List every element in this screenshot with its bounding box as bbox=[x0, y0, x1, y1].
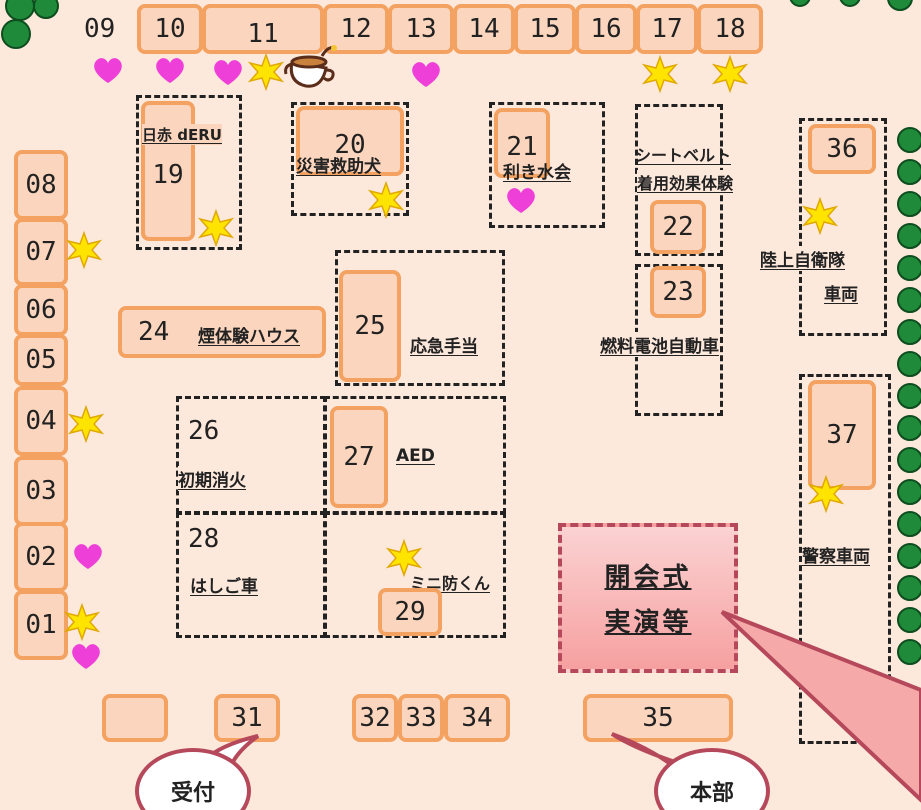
booth-04[interactable]: 04 bbox=[14, 386, 68, 456]
tree-icon bbox=[897, 383, 921, 409]
booth-13[interactable]: 13 bbox=[388, 4, 454, 54]
tree-icon bbox=[897, 511, 921, 537]
booth-32[interactable]: 32 bbox=[352, 694, 398, 742]
booth-21[interactable]: 21 bbox=[494, 108, 550, 178]
label-ladder-truck: はしご車 bbox=[190, 577, 258, 597]
star-icon bbox=[387, 540, 421, 576]
ceremony-area[interactable]: 開会式 実演等 bbox=[558, 523, 738, 673]
booth-26[interactable]: 26 bbox=[188, 416, 220, 446]
booth-01[interactable]: 01 bbox=[14, 590, 68, 660]
star-icon bbox=[803, 198, 837, 234]
ceremony-line-2: 実演等 bbox=[604, 608, 692, 638]
booth-07[interactable]: 07 bbox=[14, 218, 68, 286]
reception-bubble[interactable]: 受付 bbox=[135, 748, 251, 810]
label-water-tasting: 利き水会 bbox=[503, 163, 571, 183]
zone-20 bbox=[291, 102, 409, 216]
tree-icon bbox=[897, 607, 921, 633]
tree-icon bbox=[897, 127, 921, 153]
zone-19 bbox=[136, 95, 242, 250]
zone-37 bbox=[799, 374, 891, 744]
label-police-vehicle: 警察車両 bbox=[802, 547, 870, 567]
star-icon bbox=[369, 182, 403, 218]
tree-icon bbox=[897, 575, 921, 601]
tree-icon bbox=[897, 543, 921, 569]
label-seatbelt-1: シートベルト bbox=[635, 146, 732, 165]
star-icon bbox=[713, 56, 747, 92]
tree-icon bbox=[897, 639, 921, 665]
star-icon bbox=[69, 406, 103, 442]
hq-bubble[interactable]: 本部 bbox=[654, 748, 770, 810]
teapot-icon bbox=[284, 45, 337, 88]
label-aed: AED bbox=[396, 446, 435, 466]
booth-09[interactable]: 09 bbox=[84, 14, 116, 44]
tree-icon bbox=[897, 479, 921, 505]
zone-21 bbox=[489, 102, 605, 228]
tree-icon bbox=[897, 447, 921, 473]
star-icon bbox=[809, 476, 843, 512]
booth-blank[interactable] bbox=[102, 694, 168, 742]
zone-25 bbox=[335, 250, 505, 386]
label-initial-fire: 初期消火 bbox=[178, 466, 246, 491]
booth-15[interactable]: 15 bbox=[514, 4, 576, 54]
booth-14[interactable]: 14 bbox=[453, 4, 515, 54]
zone-29 bbox=[324, 512, 506, 638]
label-fuel-cell: 燃料電池自動車 bbox=[600, 332, 719, 357]
booth-02[interactable]: 02 bbox=[14, 522, 68, 592]
booth-28[interactable]: 28 bbox=[188, 524, 220, 554]
label-seatbelt-2: 着用効果体験 bbox=[637, 170, 734, 194]
booth-36[interactable]: 36 bbox=[808, 124, 876, 174]
tree-icon bbox=[839, 0, 861, 7]
tree-icon bbox=[897, 351, 921, 377]
tree-icon bbox=[897, 415, 921, 441]
booth-23[interactable]: 23 bbox=[650, 266, 706, 318]
booth-35[interactable]: 35 bbox=[583, 694, 733, 742]
label-smoke-house: 煙体験ハウス bbox=[198, 327, 300, 347]
booth-31[interactable]: 31 bbox=[214, 694, 280, 742]
tree-icon bbox=[1, 19, 31, 49]
booth-27[interactable]: 27 bbox=[330, 406, 388, 508]
label-rescue-dog: 災害救助犬 bbox=[296, 157, 381, 177]
booth-20[interactable]: 20 bbox=[296, 106, 404, 176]
tree-icon bbox=[887, 0, 913, 11]
label-gsdf-2: 車両 bbox=[824, 285, 858, 305]
tree-icon bbox=[897, 191, 921, 217]
booth-29[interactable]: 29 bbox=[378, 588, 442, 636]
tree-icon bbox=[897, 287, 921, 313]
booth-25[interactable]: 25 bbox=[339, 270, 401, 382]
star-icon bbox=[199, 210, 233, 246]
star-icon bbox=[643, 56, 677, 92]
booth-24[interactable]: 24 bbox=[118, 306, 326, 358]
booth-16[interactable]: 16 bbox=[575, 4, 637, 54]
zone-36 bbox=[799, 118, 887, 336]
booth-18[interactable]: 18 bbox=[697, 4, 763, 54]
label-first-aid: 応急手当 bbox=[410, 337, 478, 357]
booth-33[interactable]: 33 bbox=[398, 694, 444, 742]
star-icon bbox=[249, 54, 283, 90]
star-icon bbox=[65, 604, 99, 640]
booth-11[interactable]: 11 bbox=[202, 4, 324, 54]
booth-34[interactable]: 34 bbox=[444, 694, 510, 742]
booth-22[interactable]: 22 bbox=[650, 200, 706, 254]
tree-icon bbox=[897, 223, 921, 249]
star-icon bbox=[67, 232, 101, 268]
ceremony-line-1: 開会式 bbox=[604, 563, 692, 593]
ceremony-pointer bbox=[720, 610, 921, 803]
tree-icon bbox=[897, 319, 921, 345]
booth-37[interactable]: 37 bbox=[808, 380, 876, 490]
label-gsdf-1: 陸上自衛隊 bbox=[760, 246, 845, 271]
label-nisseki: 日赤 dERU bbox=[142, 124, 222, 145]
booth-10[interactable]: 10 bbox=[137, 4, 203, 54]
tree-icon bbox=[897, 255, 921, 281]
booth-17[interactable]: 17 bbox=[636, 4, 698, 54]
tree-icon bbox=[33, 0, 59, 19]
tree-icon bbox=[897, 159, 921, 185]
booth-05[interactable]: 05 bbox=[14, 334, 68, 386]
tree-icon bbox=[789, 0, 811, 7]
